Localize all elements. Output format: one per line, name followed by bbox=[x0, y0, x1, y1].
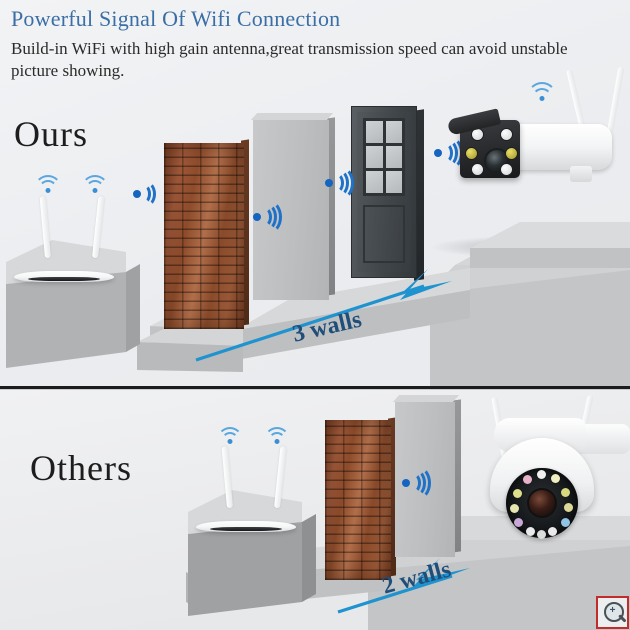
page-subtitle: Build-in WiFi with high gain antenna,gre… bbox=[11, 39, 568, 80]
door-pane bbox=[385, 121, 402, 143]
directional-signal-icon-1 bbox=[133, 181, 156, 207]
door-pane bbox=[366, 146, 383, 168]
page-title: Powerful Signal Of Wifi Connection bbox=[11, 6, 341, 31]
ours-comparison-panel: Ours bbox=[6, 66, 630, 388]
directional-signal-icon-2 bbox=[253, 200, 282, 234]
bullet-wifi-camera bbox=[446, 66, 627, 192]
router-body bbox=[196, 520, 296, 532]
ptz-led bbox=[564, 503, 573, 512]
ptz-lens bbox=[527, 488, 557, 518]
wifi-fan-icon-right bbox=[81, 175, 109, 195]
camera-led bbox=[500, 163, 513, 176]
ptz-led bbox=[514, 518, 523, 527]
camera-head bbox=[460, 120, 520, 178]
section-divider bbox=[0, 386, 630, 389]
signal-path-arrow-others bbox=[337, 558, 470, 614]
door-pane bbox=[385, 146, 402, 168]
door-pane bbox=[385, 171, 402, 193]
door-pane bbox=[366, 171, 383, 193]
zoom-in-button[interactable]: + bbox=[596, 596, 629, 629]
ptz-lens-face bbox=[506, 468, 578, 539]
zoom-plus-symbol: + bbox=[609, 605, 616, 616]
wifi-router-ours bbox=[14, 252, 114, 282]
camera-ir-led bbox=[465, 147, 478, 160]
ours-label: Ours bbox=[14, 114, 88, 154]
brick-wall-ours bbox=[164, 143, 244, 329]
brick-wall-others bbox=[325, 420, 391, 580]
ptz-led bbox=[561, 488, 570, 497]
directional-signal-icon-others-1 bbox=[402, 466, 431, 500]
door-lower-panel bbox=[363, 205, 405, 263]
ptz-led bbox=[537, 470, 546, 479]
ptz-led bbox=[526, 527, 535, 536]
wifi-fan-icon-left bbox=[34, 175, 62, 195]
ptz-led bbox=[513, 489, 522, 498]
ptz-led bbox=[510, 504, 519, 513]
ptz-led bbox=[523, 475, 532, 484]
door-pane bbox=[366, 121, 383, 143]
wifi-fan-icon-camera bbox=[527, 82, 557, 104]
camera-ir-led bbox=[505, 147, 518, 160]
router-body bbox=[14, 270, 114, 282]
wifi-router-others bbox=[196, 502, 296, 532]
ptz-dome-wifi-camera bbox=[478, 394, 630, 620]
ptz-led bbox=[551, 474, 560, 483]
ptz-led bbox=[548, 527, 557, 536]
others-comparison-panel: Others bbox=[0, 390, 630, 630]
ptz-led bbox=[537, 530, 546, 539]
signal-path-arrow-ours bbox=[195, 269, 452, 362]
wifi-fan-icon-right-others bbox=[264, 427, 290, 447]
directional-signal-icon-3 bbox=[325, 166, 354, 200]
ptz-led bbox=[561, 518, 570, 527]
camera-mount bbox=[570, 166, 592, 182]
camera-led bbox=[471, 163, 484, 176]
others-label: Others bbox=[30, 448, 132, 488]
wifi-fan-icon-left-others bbox=[217, 427, 243, 447]
camera-led bbox=[500, 128, 513, 141]
door-glass-grid bbox=[363, 118, 405, 196]
section-divider-highlight bbox=[0, 389, 630, 390]
router-vent bbox=[28, 277, 100, 282]
router-vent bbox=[210, 527, 282, 532]
